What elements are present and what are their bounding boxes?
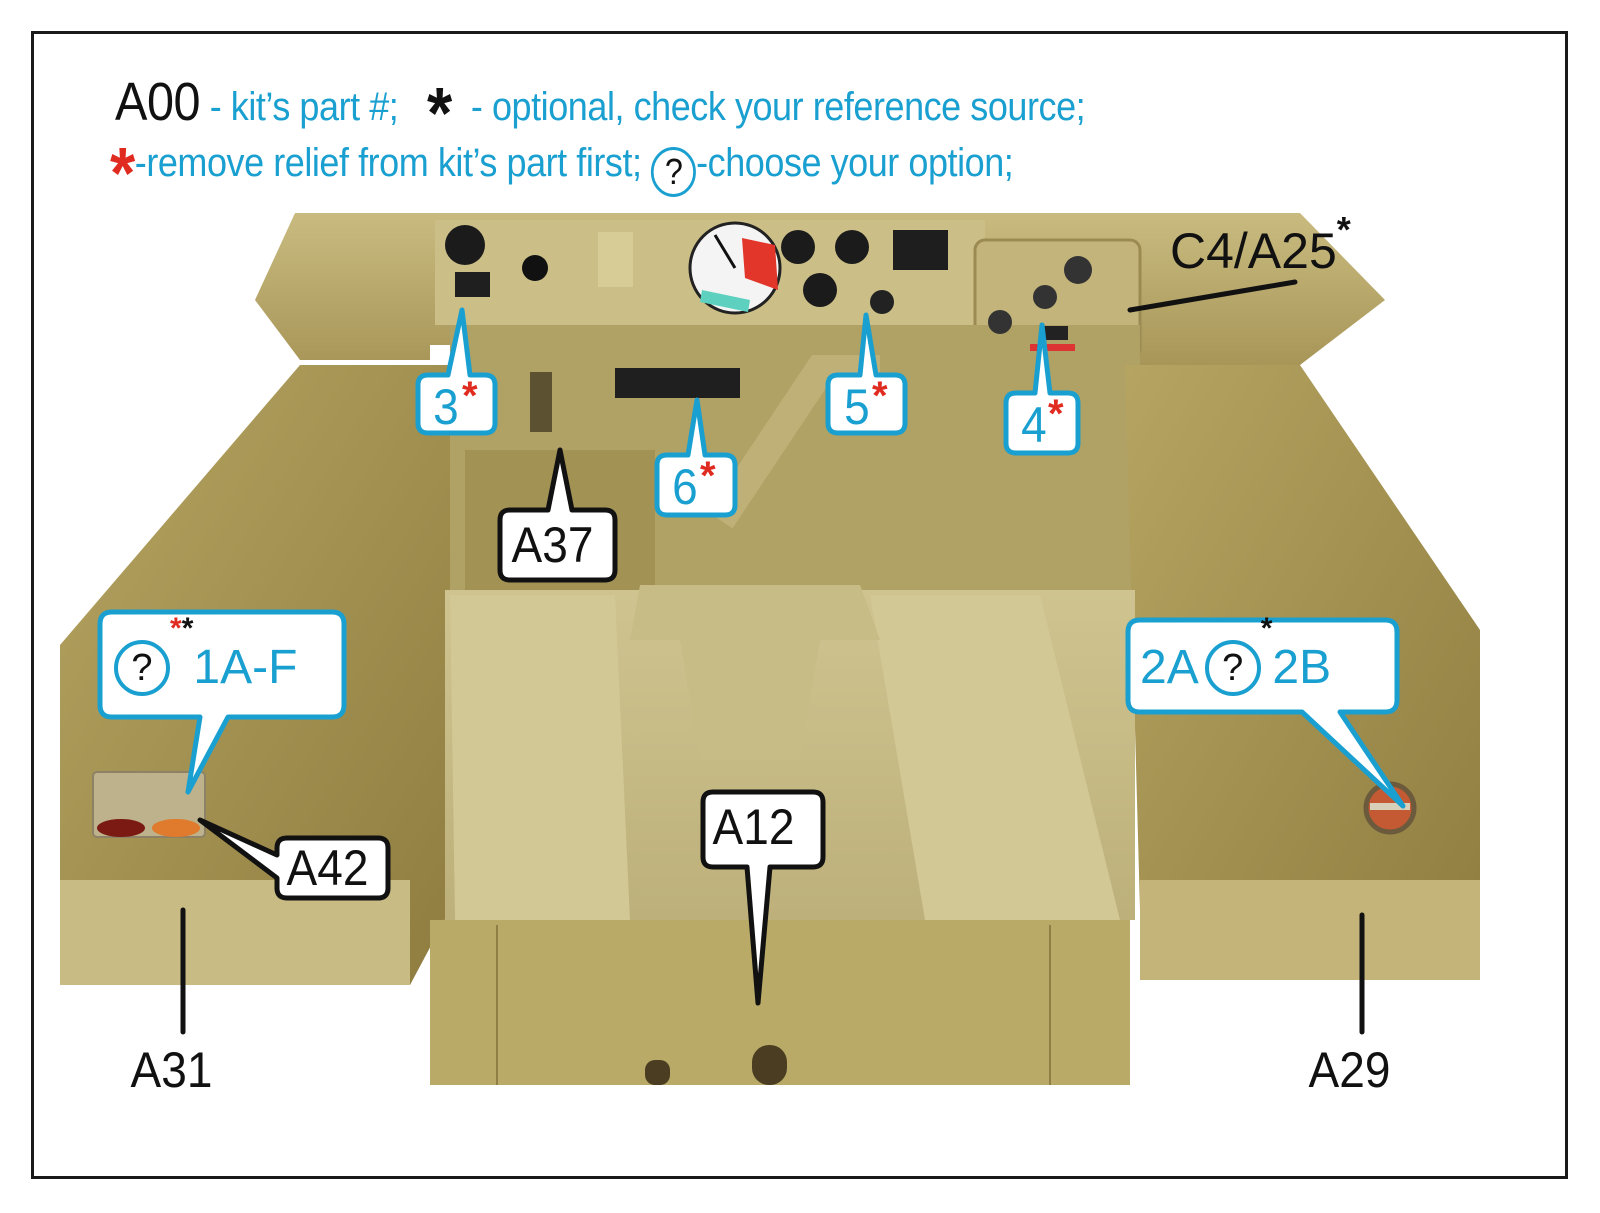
callout-6-label: 6	[672, 459, 698, 515]
legend-code-desc: - kit’s part #;	[209, 85, 399, 129]
callout-a37-shape	[497, 447, 618, 583]
callout-5-red-star-icon: *	[872, 374, 888, 418]
round-light-bar	[1370, 803, 1410, 810]
callout-1-label: 1A-F	[193, 641, 298, 694]
panel-hole-small	[645, 1060, 670, 1085]
speedometer-needle	[713, 234, 737, 269]
label-c4-a25: C4/A25 *	[1170, 209, 1351, 279]
callout-a42-label: A42	[286, 840, 369, 896]
center-tunnel	[630, 585, 880, 760]
gauge-left	[445, 225, 485, 265]
callout-6-red-star-icon: *	[700, 454, 716, 498]
callout-1-choose-icon: ?	[114, 640, 170, 696]
callout-2b-label: 2B	[1272, 641, 1332, 694]
callout-6-shape	[654, 397, 738, 518]
label-a31-text: A31	[130, 1042, 213, 1098]
legend-choose-desc: -choose your option;	[696, 141, 1014, 185]
callout-2-stars: *	[1261, 614, 1273, 644]
dash-lever	[598, 232, 633, 287]
black-asterisk-icon: *	[427, 74, 452, 154]
right-foot-ramp	[870, 595, 1120, 920]
legend-code-example: A00	[115, 72, 201, 132]
label-a31: A31	[131, 1045, 213, 1095]
callout-3-shape	[415, 307, 498, 436]
label-a29: A29	[1309, 1045, 1391, 1095]
callout-a37: A37	[512, 520, 594, 570]
callout-3-red-star-icon: *	[462, 374, 478, 418]
legend-optional-desc: - optional, check your reference source;	[470, 85, 1086, 129]
speedometer-red-zone	[742, 238, 778, 290]
switch-rotary	[1033, 285, 1057, 309]
callout-4-label: 4	[1021, 397, 1047, 453]
callout-a37-label: A37	[511, 517, 594, 573]
legend-line-1: A00 - kit’s part #; * - optional, check …	[115, 72, 1086, 150]
gauge-4	[803, 273, 837, 307]
callout-2-black-star-icon: *	[1260, 612, 1273, 645]
switch-plate	[1040, 326, 1068, 340]
switch-connector	[988, 310, 1012, 334]
callout-a42-shape	[197, 817, 391, 901]
callout-2: 2A ? * 2B	[1140, 614, 1332, 708]
callout-2-choose-icon: ?	[1204, 640, 1261, 696]
speedometer-teal-zone	[700, 290, 750, 312]
callout-1: ? * * 1A-F	[114, 614, 298, 708]
callout-3-label: 3	[433, 379, 459, 435]
choose-option-icon: ?	[651, 147, 697, 197]
callout-2-shape	[1125, 617, 1406, 809]
legend-remove-desc: -remove relief from kit’s part first;	[134, 141, 642, 185]
callout-6: 6	[672, 462, 698, 512]
diagram-frame	[31, 31, 1568, 1179]
callout-a12-shape	[700, 789, 826, 1006]
right-side-lower	[1140, 880, 1480, 980]
dash-hole	[522, 255, 548, 281]
label-c4-a25-text: C4/A25	[1170, 223, 1337, 279]
callout-a12: A12	[713, 802, 795, 852]
callout-2a-label: 2A	[1140, 641, 1199, 694]
callout-4-shape	[1003, 322, 1081, 456]
callout-1-red-star-icon: *	[170, 612, 182, 645]
callout-1-stars: * *	[170, 614, 193, 644]
callout-3: 3	[433, 382, 459, 432]
label-c4-a25-black-star-icon: *	[1336, 209, 1351, 250]
leader-c4a25	[1127, 279, 1298, 313]
callout-5: 5	[844, 382, 870, 432]
bracket-slot	[530, 372, 552, 432]
tail-light-red-lens	[97, 819, 145, 837]
callout-a12-label: A12	[712, 799, 795, 855]
callout-5-shape	[825, 312, 908, 436]
callout-1-black-star-icon: *	[181, 612, 194, 645]
callout-a42: A42	[287, 843, 369, 893]
callout-4-red-star-icon: *	[1048, 392, 1064, 436]
gauge-left-plate	[455, 272, 490, 297]
panel-hole-large	[752, 1045, 787, 1085]
tail-light-orange-lens	[152, 819, 200, 837]
left-foot-ramp	[450, 595, 630, 920]
red-asterisk-icon: *	[110, 134, 135, 214]
switch-gauge	[1064, 256, 1092, 284]
data-plates	[615, 368, 740, 398]
switch-red-plate	[1030, 344, 1075, 351]
legend-line-2: *-remove relief from kit’s part first; ?…	[110, 138, 1014, 210]
callout-5-label: 5	[844, 379, 870, 435]
label-a29-text: A29	[1308, 1042, 1391, 1098]
left-side-lower	[60, 880, 410, 985]
hanomag-plate	[893, 230, 948, 270]
dash-knob	[870, 290, 894, 314]
callout-4: 4	[1021, 400, 1047, 450]
gauge-2	[781, 230, 815, 264]
gauge-3	[835, 230, 869, 264]
